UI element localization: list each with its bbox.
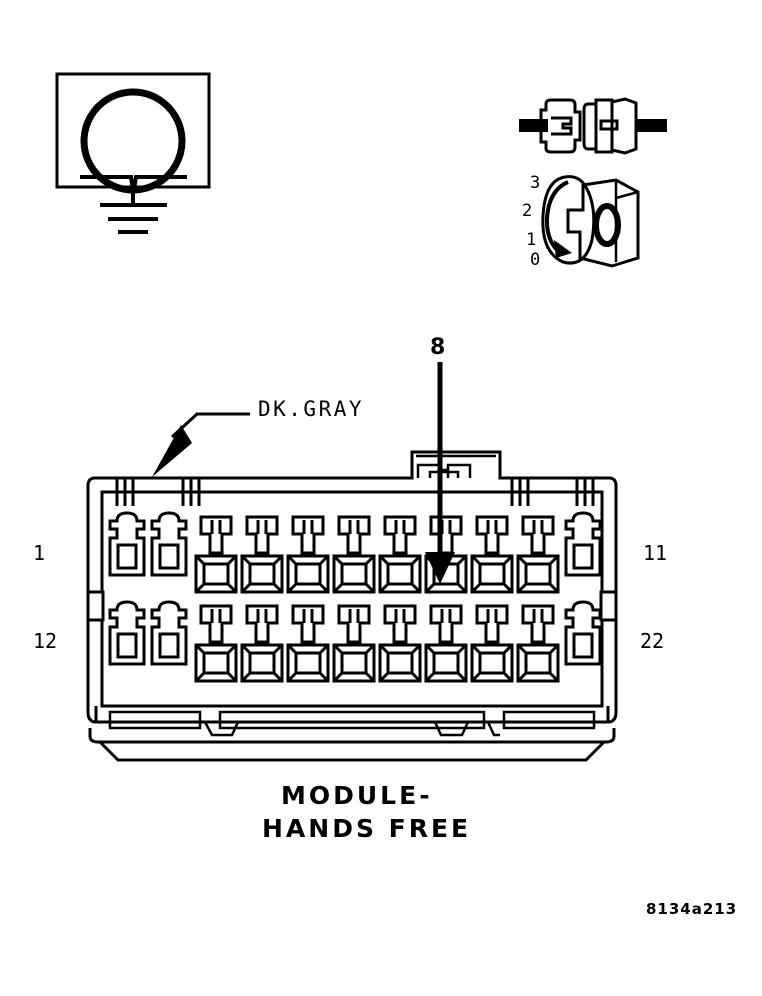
cavity-pin-3 <box>194 515 238 594</box>
cavity-pin-5 <box>286 515 330 594</box>
figure-reference-code: 8134a213 <box>646 900 738 918</box>
caption-line-2: HANDS FREE <box>262 814 472 843</box>
cavity-pin-22 <box>564 600 602 666</box>
cavity-pin-16 <box>286 604 330 683</box>
cavity-pin-20 <box>470 604 514 683</box>
wire-color-leader <box>152 412 250 477</box>
cavity-pin-21 <box>516 604 560 683</box>
callout-label-8: 8 <box>430 335 446 360</box>
pin-label-top-right: 11 <box>643 541 668 565</box>
pin-label-top-left: 1 <box>33 541 46 565</box>
callout-arrow-pin8 <box>425 362 455 584</box>
rotary-position-label-3: 3 <box>530 173 541 193</box>
cavity-group <box>108 511 602 683</box>
cavity-pin-18 <box>378 604 422 683</box>
cavity-pin-17 <box>332 604 376 683</box>
rotary-switch-symbol <box>541 175 640 268</box>
pin-label-bottom-left: 12 <box>33 629 58 653</box>
cavity-pin-12 <box>108 600 146 666</box>
ohm-ground-symbol <box>55 72 211 234</box>
cavity-pin-19 <box>424 604 468 683</box>
cavity-pin-14 <box>194 604 238 683</box>
cavity-pin-15 <box>240 604 284 683</box>
cavity-pin-9 <box>470 515 514 594</box>
caption-line-1: MODULE- <box>281 781 433 810</box>
pin-label-bottom-right: 22 <box>640 629 665 653</box>
rotary-position-label-0: 0 <box>530 250 541 270</box>
cavity-pin-6 <box>332 515 376 594</box>
rotary-position-label-1: 1 <box>526 230 537 250</box>
cavity-pin-4 <box>240 515 284 594</box>
cavity-pin-1 <box>108 511 146 577</box>
cavity-pin-8 <box>424 515 468 594</box>
cavity-pin-10 <box>516 515 560 594</box>
connector-body <box>86 450 618 762</box>
inline-connector-symbol <box>519 97 667 155</box>
cavity-pin-7 <box>378 515 422 594</box>
cavity-pin-11 <box>564 511 602 577</box>
cavity-pin-13 <box>150 600 188 666</box>
cavity-pin-2 <box>150 511 188 577</box>
rotary-position-label-2: 2 <box>522 201 533 221</box>
wire-color-label: DK.GRAY <box>258 397 365 421</box>
